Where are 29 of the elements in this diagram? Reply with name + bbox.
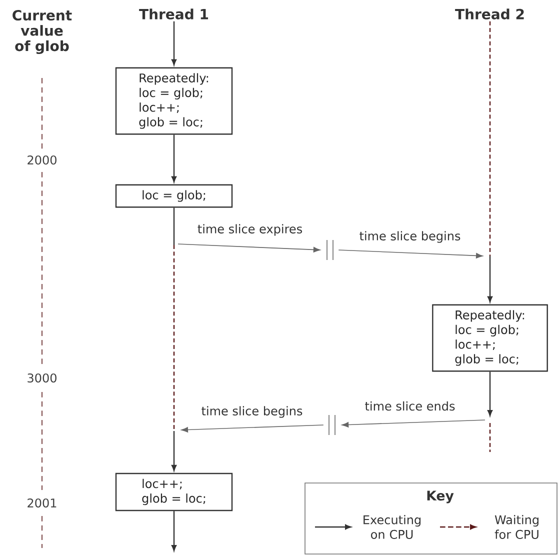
edge-label: time slice expires bbox=[196, 222, 304, 238]
edge-label: time slice begins bbox=[200, 404, 304, 420]
arrow bbox=[171, 511, 177, 552]
code-box: loc++; glob = loc; bbox=[115, 472, 233, 512]
arrow bbox=[178, 244, 320, 252]
legend-entry: Waiting for CPU bbox=[440, 515, 538, 539]
code-box: Repeatedly: loc = glob; loc++; glob = loc; bbox=[115, 67, 233, 135]
break-mark bbox=[326, 240, 334, 260]
arrow bbox=[487, 256, 493, 302]
code-box: loc = glob; bbox=[115, 184, 233, 208]
column-header: Thread 2 bbox=[455, 8, 524, 20]
arrow bbox=[338, 250, 483, 258]
arrow bbox=[171, 431, 177, 472]
value-label: 2000 bbox=[28, 155, 56, 165]
edge-label: time slice ends bbox=[363, 400, 457, 412]
arrow bbox=[171, 134, 177, 182]
legend-title: Key bbox=[427, 490, 454, 504]
arrow bbox=[487, 372, 493, 416]
arrow bbox=[171, 21, 177, 66]
column-header: Thread 1 bbox=[139, 8, 208, 20]
break-mark bbox=[328, 414, 336, 436]
arrow bbox=[181, 424, 324, 432]
arrow bbox=[342, 420, 486, 428]
column-header: Current value of glob bbox=[12, 10, 72, 54]
legend-entry: Executing on CPU bbox=[315, 515, 420, 539]
code-box: Repeatedly: loc = glob; loc++; glob = loc; bbox=[432, 304, 548, 372]
value-label: 2001 bbox=[28, 498, 56, 508]
value-label: 3000 bbox=[28, 373, 56, 383]
edge-label: time slice begins bbox=[358, 230, 462, 244]
